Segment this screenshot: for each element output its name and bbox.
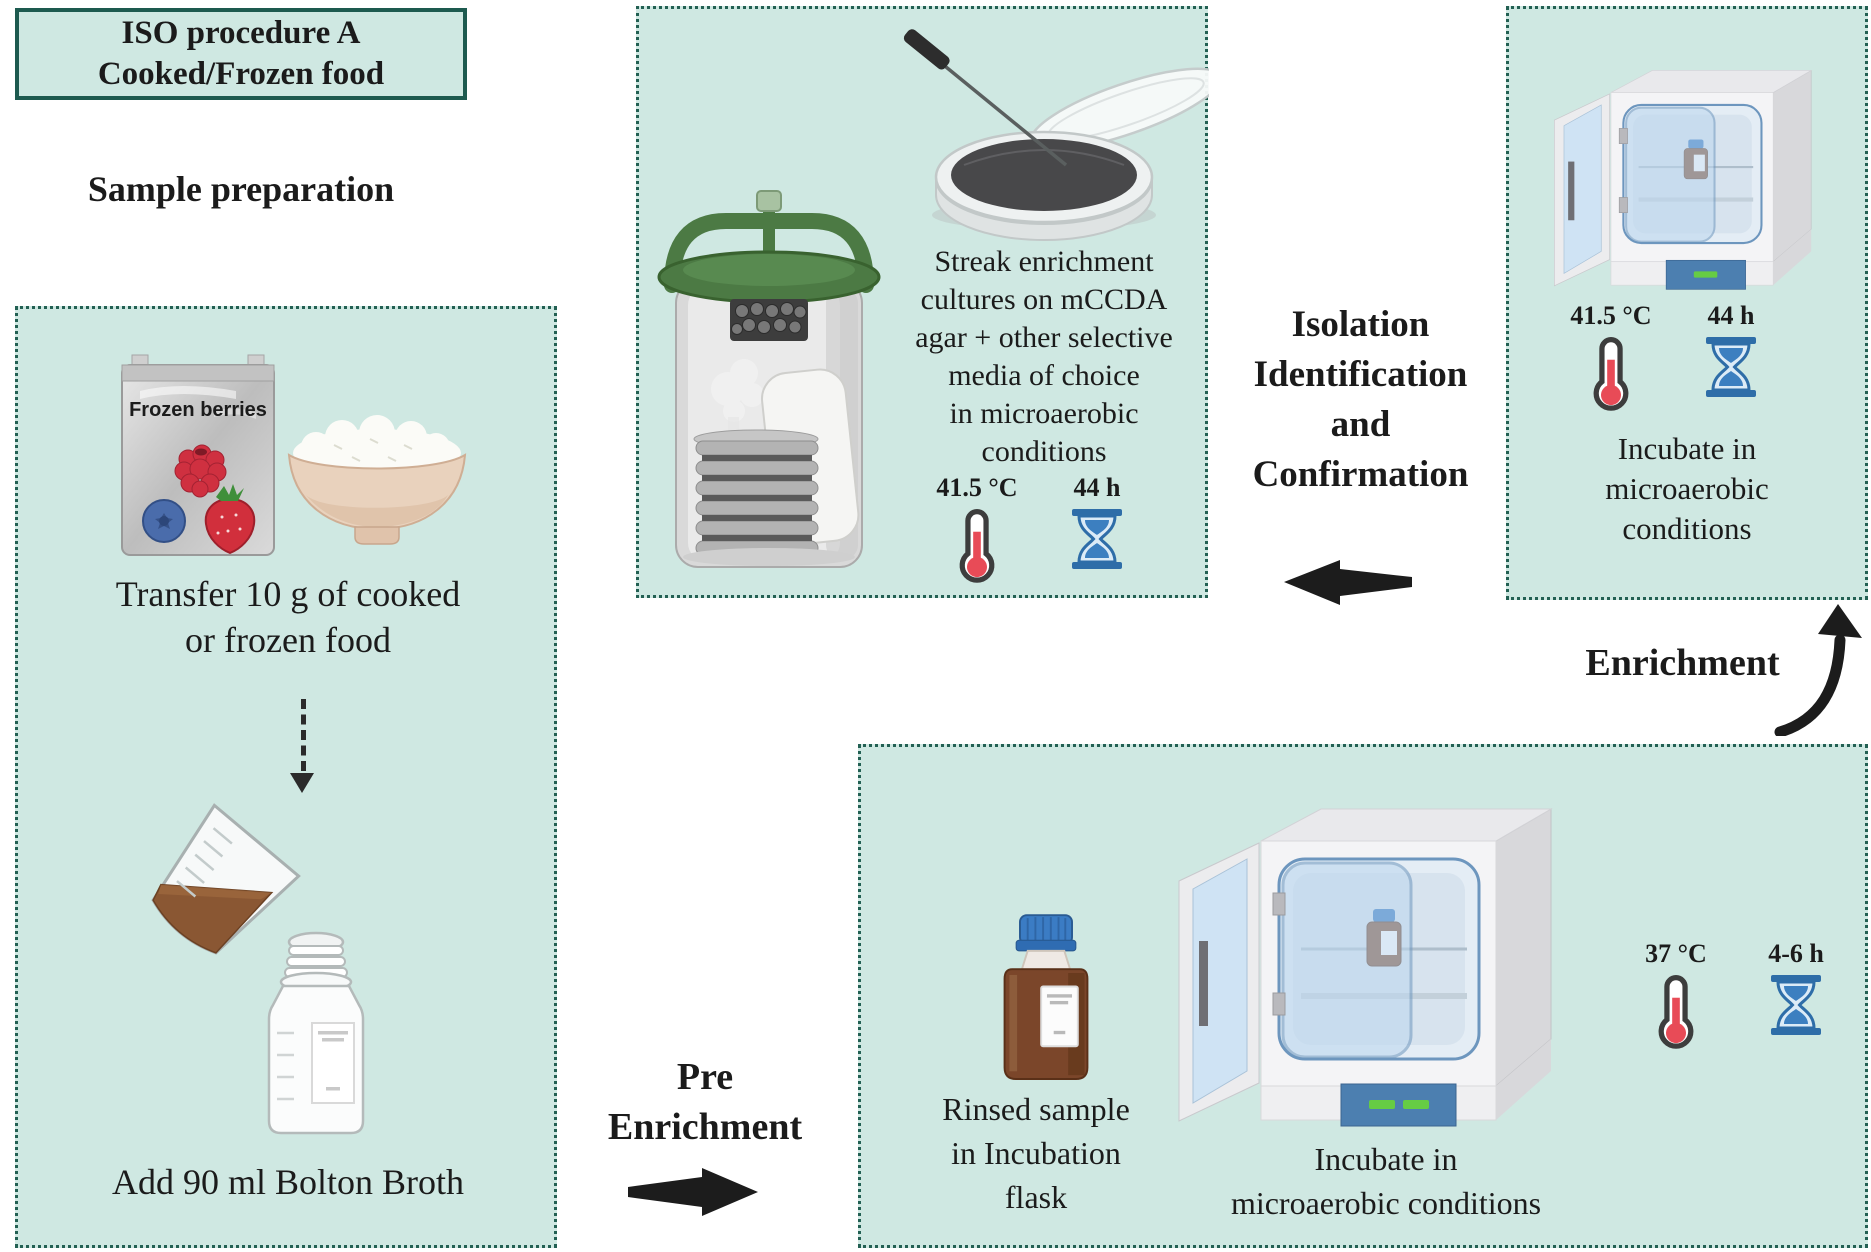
thermometer-icon [959, 509, 995, 583]
temperature-readout: 37 °C [1616, 939, 1736, 1052]
streak-panel: Streak enrichment cultures on mCCDA agar… [636, 6, 1209, 598]
incubator [1553, 69, 1813, 290]
arrow-left-icon [1284, 560, 1412, 605]
isolation-label: Isolation Identification and Confirmatio… [1252, 304, 1469, 495]
incubation-panel-bottom: Rinsed sample in Incubation flask [858, 744, 1868, 1248]
hourglass-icon [1771, 975, 1821, 1035]
rice-bowl [287, 415, 467, 545]
anaerobic-jar [657, 190, 881, 568]
hourglass-icon [1706, 337, 1756, 397]
time-readout: 4-6 h [1736, 939, 1856, 1052]
pouring-beaker [151, 803, 301, 955]
transfer-line-1: Transfer 10 g of cooked [115, 574, 461, 614]
incubate-caption: Incubate in microaerobic conditions [1230, 1141, 1542, 1221]
streak-text: Streak enrichment cultures on mCCDA agar… [915, 245, 1173, 468]
sample-preparation-heading: Sample preparation [87, 169, 395, 209]
arrow-right-icon [628, 1168, 758, 1216]
pre-enrichment-label: Pre Enrichment [607, 1056, 803, 1148]
petri-dish-with-loop [903, 29, 1209, 241]
curved-arrow-up-icon [1774, 604, 1862, 736]
sample-flask [1003, 914, 1089, 1080]
strawberry [204, 484, 256, 555]
sample-preparation-panel: Frozen berries Transfer 10 g of cooked o… [15, 306, 557, 1248]
transfer-line-2: or frozen food [185, 620, 391, 660]
add-broth-text: Add 90 ml Bolton Broth [111, 1162, 465, 1202]
raspberry [174, 444, 227, 498]
blueberry [142, 499, 186, 543]
incubator [1178, 808, 1553, 1127]
time-readout: 44 h [1671, 301, 1791, 414]
thermometer-icon [1593, 337, 1629, 411]
bolton-broth-bottle [267, 931, 365, 1135]
thermometer-icon [1658, 975, 1694, 1049]
frozen-berries-bag [121, 354, 275, 556]
title-line-1: ISO procedure A [121, 15, 361, 51]
title-line-2: Cooked/Frozen food [97, 56, 385, 92]
dashed-down-arrow-icon [290, 699, 314, 793]
flask-caption: Rinsed sample in Incubation flask [942, 1091, 1130, 1215]
hourglass-icon [1072, 509, 1122, 569]
transfer-text: Transfer 10 g of cooked or frozen food [38, 571, 538, 663]
temperature-readout: 41.5 °C [1551, 301, 1671, 414]
enrichment-label: Enrichment [1585, 642, 1780, 684]
title-box: ISO procedure A Cooked/Frozen food [15, 8, 467, 100]
incubation-panel-top: 41.5 °C 44 h Incubate in [1506, 6, 1868, 600]
bag-label: Frozen berries [129, 399, 267, 421]
temperature-readout: 41.5 °C [917, 473, 1037, 586]
incubate-caption: Incubate in microaerobic conditions [1605, 431, 1769, 546]
time-readout: 44 h [1037, 473, 1157, 586]
